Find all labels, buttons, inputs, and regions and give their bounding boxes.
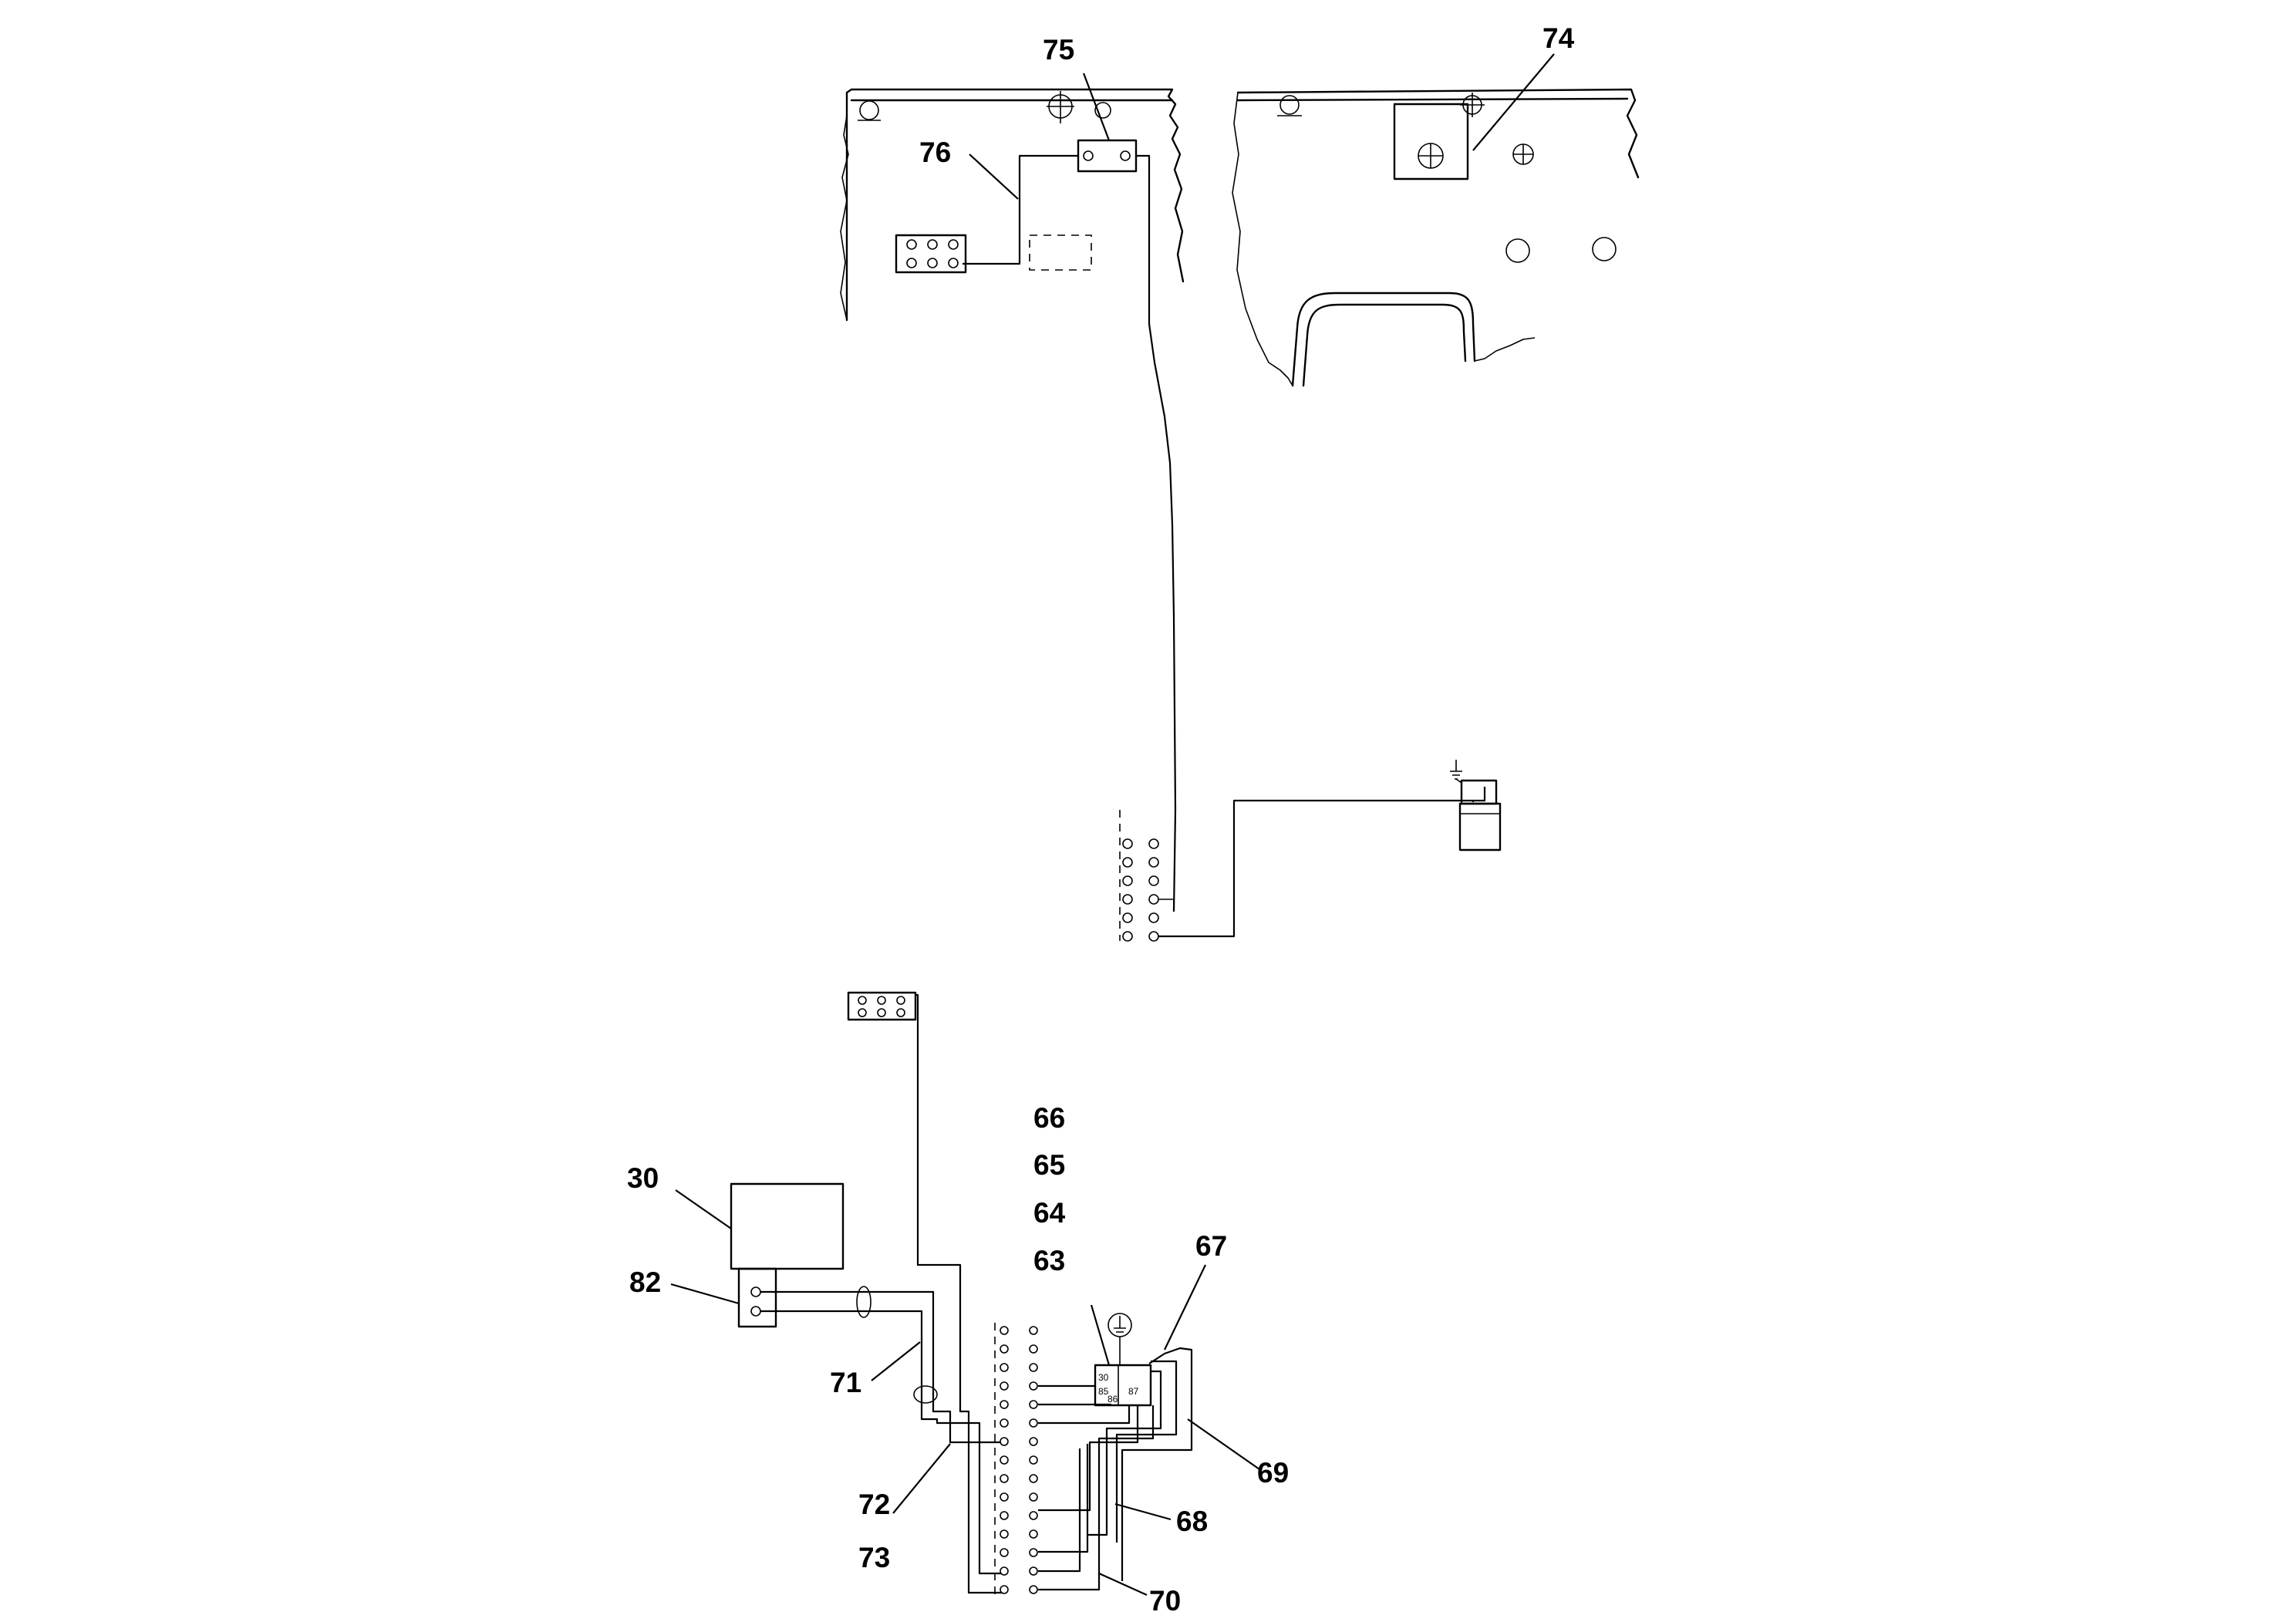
callout-72: 72 <box>858 1489 890 1520</box>
middle-connector-pins <box>1119 810 1175 942</box>
callout-70: 70 <box>1149 1585 1181 1617</box>
relay-terminal-87: 87 <box>1128 1386 1139 1397</box>
callout-30: 30 <box>627 1162 659 1194</box>
component-82 <box>737 1267 777 1328</box>
callout-67: 67 <box>1195 1230 1227 1262</box>
callout-74: 74 <box>1542 22 1575 54</box>
right-panel-outline <box>1232 88 1640 387</box>
relay-terminal-85: 85 <box>1098 1386 1109 1397</box>
callout-69: 69 <box>1257 1457 1289 1489</box>
relay-terminal-30: 30 <box>1098 1372 1109 1383</box>
callout-64: 64 <box>1033 1197 1066 1229</box>
callout-75: 75 <box>1043 34 1074 66</box>
component-30 <box>730 1182 845 1270</box>
relay-wiring <box>1038 1347 1193 1591</box>
connector-block-left-panel <box>895 234 967 274</box>
ground-symbol <box>1108 1313 1132 1365</box>
wire-bottom-top-connector <box>915 993 1006 1594</box>
component-74 <box>1393 103 1469 180</box>
callout-71: 71 <box>830 1367 861 1398</box>
wire-to-sensor <box>1158 787 1486 938</box>
callout-66: 66 <box>1033 1102 1065 1134</box>
left-panel-mounting-holes <box>858 91 1111 123</box>
callout-82: 82 <box>629 1266 661 1298</box>
dashed-component-left-panel <box>1029 234 1092 271</box>
callout-65: 65 <box>1033 1149 1065 1181</box>
right-panel-holes <box>1277 93 1617 263</box>
relay-component: 30 85 86 87 <box>1094 1364 1152 1407</box>
cable-71-72 <box>760 1286 1006 1575</box>
connector-block-bottom-top <box>847 991 917 1021</box>
left-panel-outline <box>840 88 1185 322</box>
callout-73: 73 <box>858 1542 890 1573</box>
main-connector-pins <box>994 1323 1038 1600</box>
wire-76 <box>963 154 1177 912</box>
callout-63: 63 <box>1033 1245 1065 1276</box>
callout-76: 76 <box>919 137 951 168</box>
callout-68: 68 <box>1176 1506 1208 1537</box>
component-75 <box>1077 139 1138 173</box>
leader-lines <box>670 53 1555 1597</box>
sensor-component <box>1450 760 1502 851</box>
relay-terminal-86: 86 <box>1108 1394 1118 1404</box>
callout-labels: 75 74 76 30 82 71 72 73 66 65 64 63 67 6… <box>627 22 1575 1617</box>
